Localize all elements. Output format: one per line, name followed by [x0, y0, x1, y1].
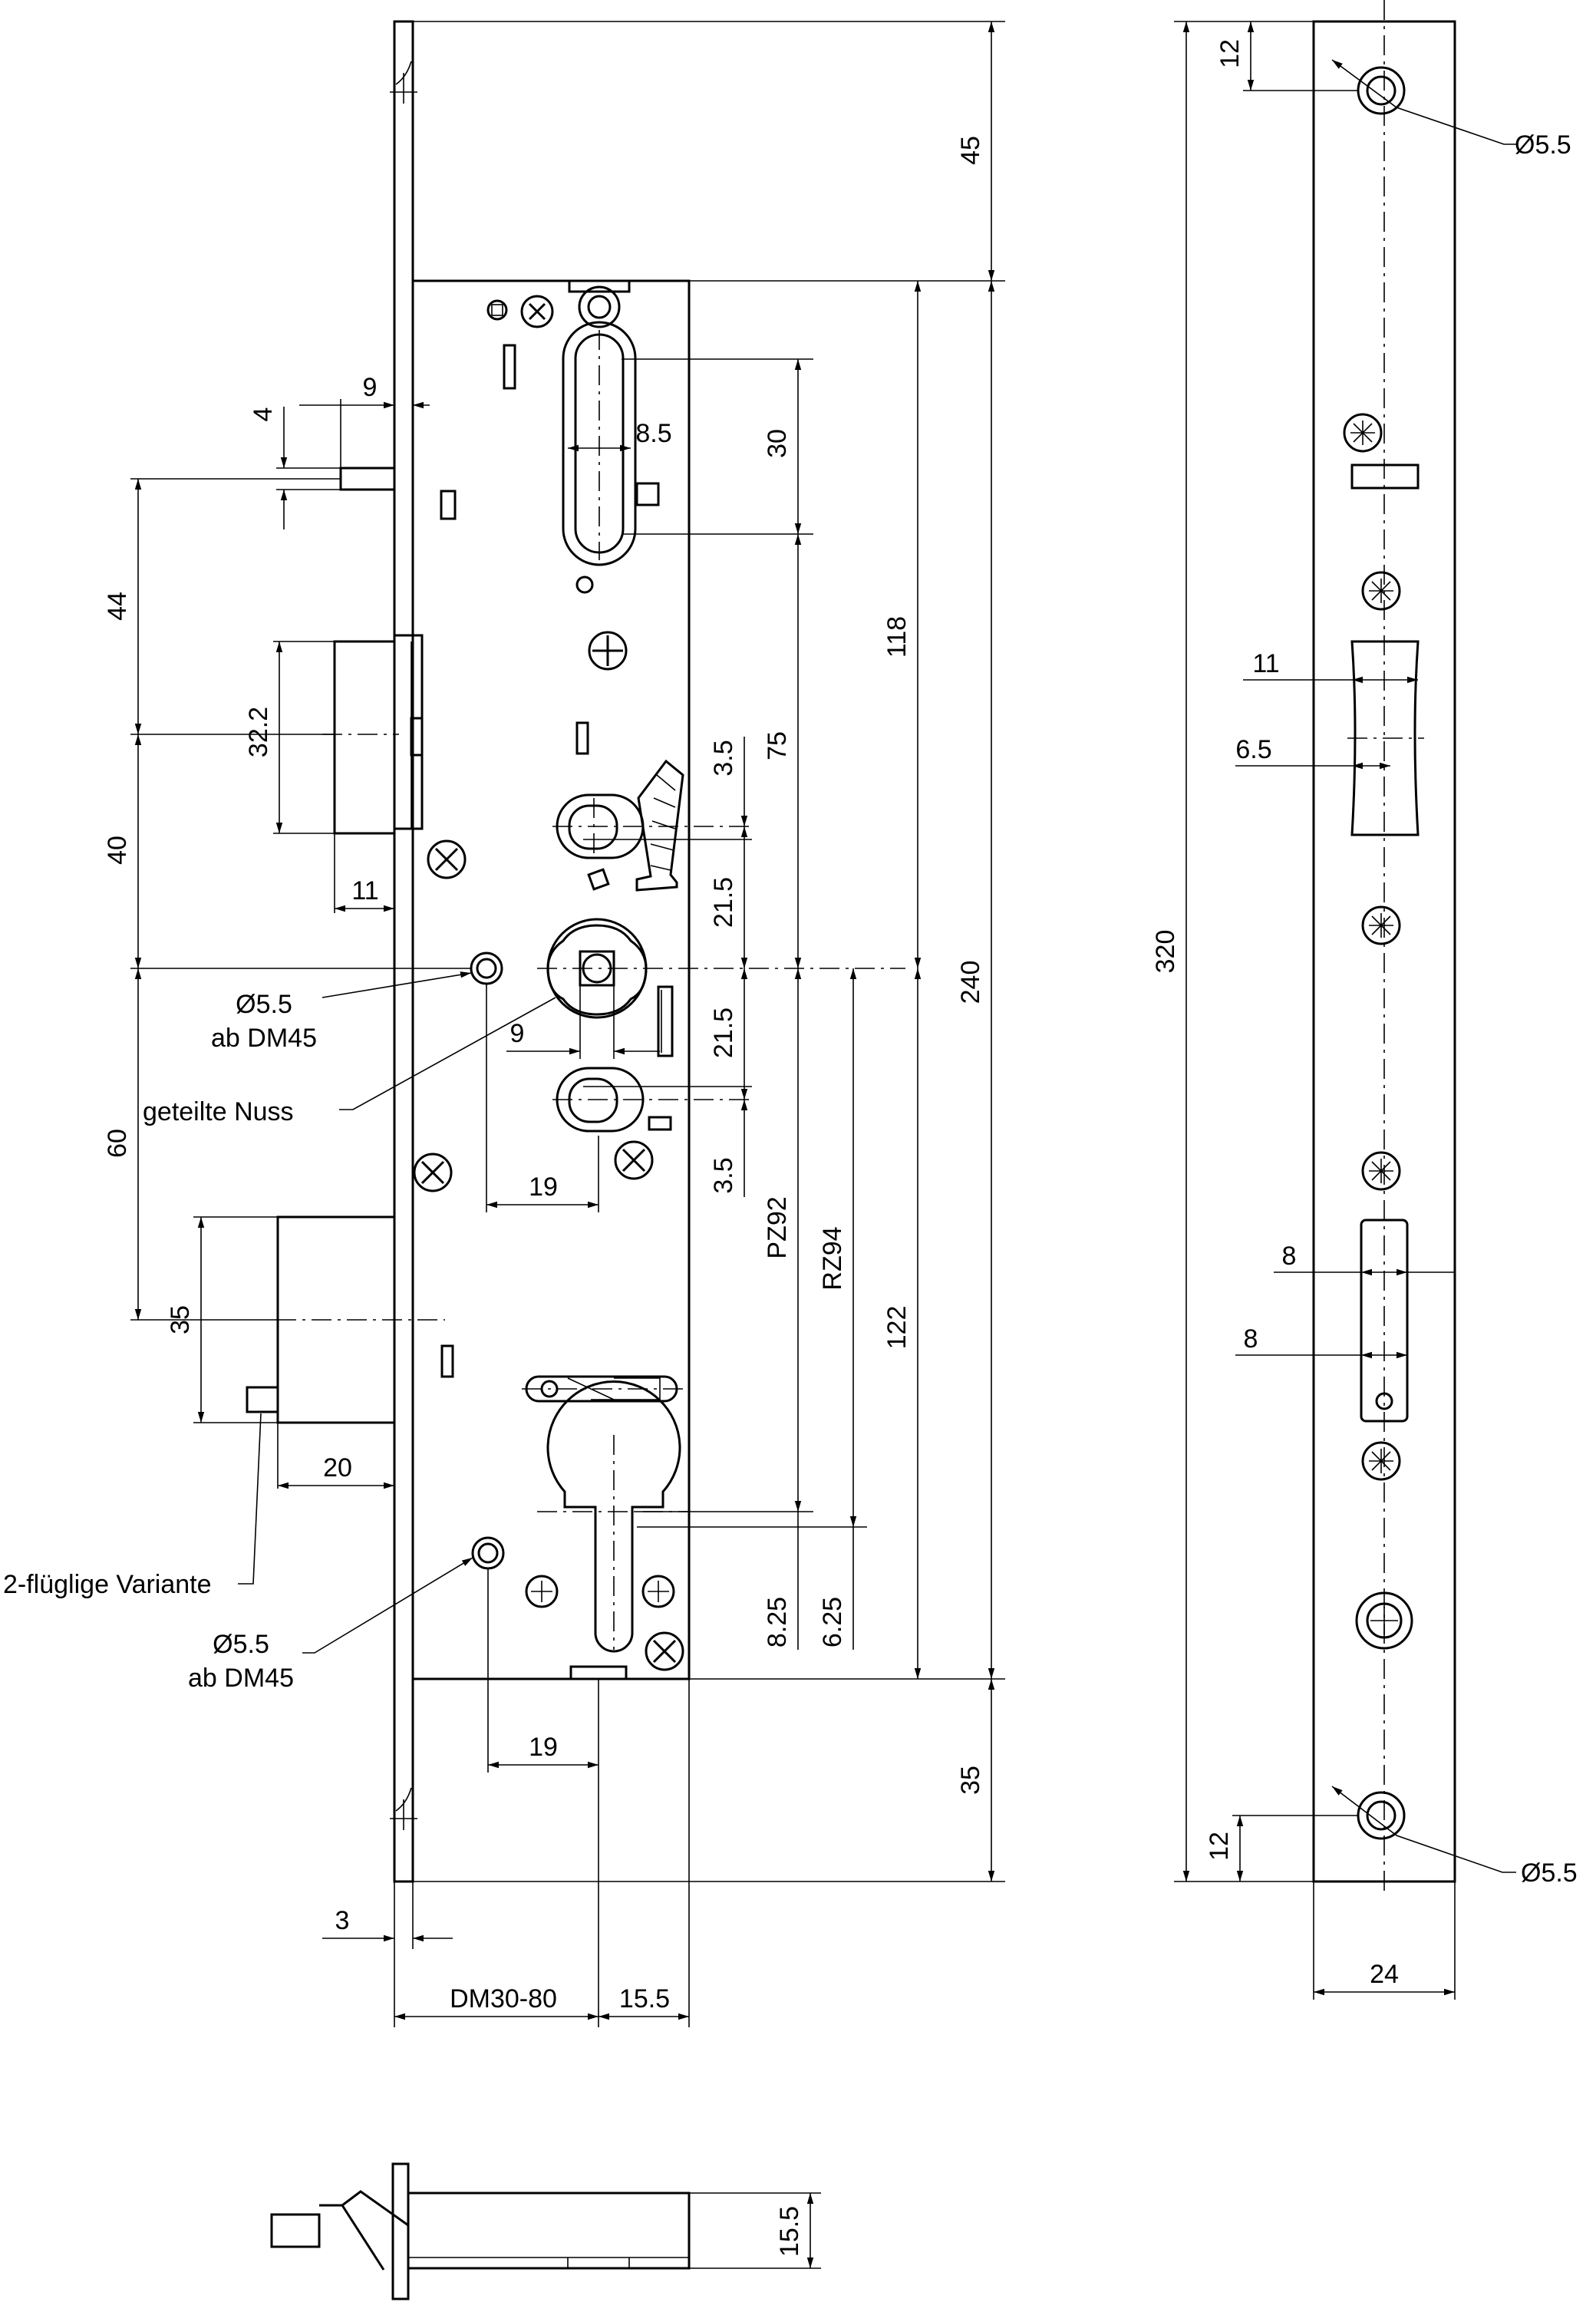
- dim-24: 24: [1370, 1960, 1399, 1989]
- dim-3-5-top: 3.5: [709, 740, 738, 776]
- annotation-labels: Ø5.5 Ø5.5 Ø5.5 ab DM45 geteilte Nuss 2-f…: [3, 130, 1578, 1888]
- hole-lower: [471, 1536, 505, 1570]
- dim-45: 45: [956, 136, 985, 165]
- dim-35-left: 35: [166, 1305, 195, 1334]
- dim-dm30-80: DM30-80: [450, 1984, 557, 2013]
- square-mark: [635, 482, 660, 506]
- dim-15-5-side: 15.5: [775, 2206, 804, 2257]
- front-view: [246, 20, 905, 1883]
- dim-30: 30: [763, 429, 792, 458]
- ratchet: [635, 759, 684, 892]
- label-hole-upper-1: Ø5.5: [236, 990, 292, 1019]
- dim-15-5: 15.5: [619, 1984, 670, 2013]
- dim-9-top: 9: [363, 373, 378, 402]
- torx-screw: [1361, 1441, 1401, 1481]
- dimension-labels: 45 118 240 35 30 75 PZ92 RZ94 122 8.25 6…: [103, 39, 1399, 2257]
- dim-6-25: 6.25: [818, 1597, 847, 1647]
- lock-case: [411, 279, 691, 1680]
- dim-40: 40: [103, 836, 132, 865]
- label-two-leaf: 2-flüglige Variante: [3, 1570, 212, 1599]
- cylinder-cutout: [546, 1380, 681, 1653]
- faceplate-view: [1312, 0, 1456, 1895]
- top-tab: [568, 279, 631, 293]
- label-split-hub: geteilte Nuss: [143, 1097, 294, 1126]
- dim-320: 320: [1151, 930, 1180, 974]
- latch-slot-outer: [562, 321, 637, 566]
- latch-opening: [1350, 640, 1420, 836]
- dim-6-5: 6.5: [1235, 735, 1271, 764]
- dim-19-top: 19: [529, 1172, 558, 1202]
- bottom-view: [270, 2162, 691, 2300]
- dim-240: 240: [956, 961, 985, 1004]
- top-ring: [578, 285, 621, 328]
- dim-8-25: 8.25: [763, 1597, 792, 1647]
- two-leaf-pin: [246, 1386, 279, 1413]
- dim-4: 4: [249, 407, 278, 422]
- dim-44: 44: [103, 592, 132, 621]
- pin-top: [339, 467, 396, 491]
- label-hole-lower-1: Ø5.5: [213, 1630, 269, 1659]
- torx-screw: [1361, 1151, 1401, 1191]
- dim-19-bot: 19: [529, 1733, 558, 1762]
- faceplate-hole-bottom: [1357, 1791, 1406, 1840]
- faceplate-screw-bottom: [390, 1787, 417, 1830]
- cross-screw-left: [427, 839, 467, 879]
- dim-3: 3: [335, 1906, 350, 1935]
- dim-8-b: 8: [1244, 1324, 1258, 1354]
- cross-screw-lower: [614, 1140, 654, 1180]
- dim-21-5-top: 21.5: [709, 877, 738, 928]
- label-hole-lower-2: ab DM45: [188, 1664, 294, 1693]
- dim-12-bot: 12: [1205, 1832, 1234, 1861]
- torx-screw: [1343, 413, 1383, 453]
- label-hole-upper-2: ab DM45: [211, 1024, 317, 1053]
- dim-11-left: 11: [351, 876, 378, 905]
- dim-21-5-bot: 21.5: [709, 1008, 738, 1058]
- dim-9-nuss: 9: [510, 1019, 525, 1048]
- faceplate-screw-top: [390, 61, 417, 104]
- torx-screw: [1361, 905, 1401, 945]
- dim-12-top: 12: [1215, 39, 1245, 68]
- deadbolt-opening: [1360, 1219, 1409, 1423]
- dim-20: 20: [323, 1453, 352, 1482]
- torx-screw: [1361, 571, 1401, 611]
- cross-screw-bottom: [645, 1631, 684, 1671]
- dim-pz92: PZ92: [763, 1196, 792, 1258]
- dim-122: 122: [882, 1306, 912, 1350]
- cross-screw-top: [520, 295, 554, 328]
- dim-60: 60: [103, 1129, 132, 1158]
- cross-screw-mid: [588, 631, 628, 671]
- dim-3-5-bot: 3.5: [709, 1157, 738, 1193]
- hole-upper: [470, 951, 503, 985]
- dim-11-right: 11: [1252, 649, 1279, 678]
- small-screw: [486, 299, 508, 321]
- dim-75: 75: [763, 731, 792, 760]
- label-hole-bottom-right: Ø5.5: [1521, 1858, 1578, 1888]
- label-hole-top-right: Ø5.5: [1515, 130, 1571, 160]
- dim-8-5: 8.5: [635, 419, 671, 448]
- cross-screw-lower-left: [413, 1153, 453, 1192]
- faceplate-hole-top: [1357, 66, 1406, 115]
- round-hole: [1355, 1591, 1413, 1650]
- dim-8-a: 8: [1282, 1242, 1297, 1271]
- latch-block: [333, 640, 396, 835]
- dimension-lines: [130, 21, 1516, 2269]
- dim-118: 118: [882, 616, 912, 658]
- dim-32-2: 32.2: [244, 707, 273, 757]
- latch-pin-face: [1350, 463, 1420, 490]
- nuss-outer: [546, 918, 648, 1019]
- dim-35-bottom: 35: [956, 1766, 985, 1795]
- dim-rz94: RZ94: [818, 1226, 847, 1290]
